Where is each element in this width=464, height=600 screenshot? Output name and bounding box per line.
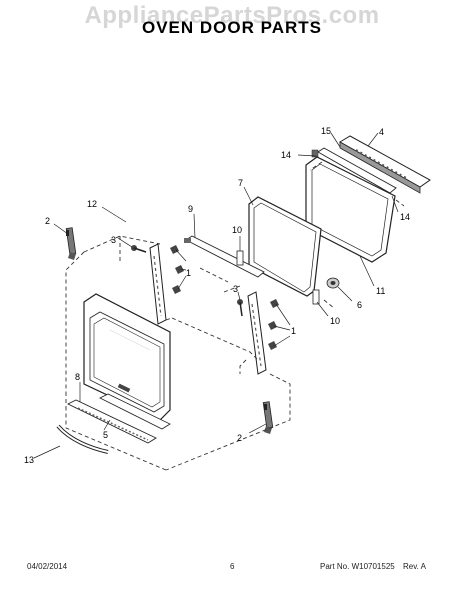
part-door-channel-right bbox=[247, 291, 267, 375]
callout-4: 4 bbox=[379, 127, 384, 137]
callout-15: 15 bbox=[321, 126, 331, 136]
callout-9: 9 bbox=[188, 204, 193, 214]
part-hinge-bracket-upper bbox=[170, 245, 184, 294]
watermark: AppliancePartsPros.com bbox=[84, 2, 380, 29]
part-spacer-lower bbox=[312, 289, 320, 305]
callout-2: 2 bbox=[237, 433, 242, 443]
part-screw-upper bbox=[131, 245, 147, 253]
part-door-front-panel bbox=[83, 293, 171, 421]
assembly-dashed-lines bbox=[65, 161, 405, 471]
callout-2: 2 bbox=[45, 216, 50, 226]
part-bumper bbox=[326, 277, 340, 289]
callout-1: 1 bbox=[186, 268, 191, 278]
part-vent-bracket bbox=[66, 399, 157, 444]
callout-3: 3 bbox=[233, 284, 238, 294]
part-spacer-upper bbox=[236, 250, 244, 266]
part-glass-retainer bbox=[184, 235, 265, 278]
callout-7: 7 bbox=[238, 178, 243, 188]
part-hinge-left bbox=[65, 227, 77, 260]
part-gasket-bar bbox=[311, 147, 397, 194]
callout-3: 3 bbox=[111, 235, 116, 245]
footer-revision: Rev. A bbox=[403, 562, 426, 571]
callout-11: 11 bbox=[376, 286, 385, 296]
part-door-channel-left bbox=[149, 243, 167, 325]
callout-10: 10 bbox=[330, 316, 340, 326]
footer-part-number: Part No. W10701525 bbox=[320, 562, 395, 571]
callout-8: 8 bbox=[75, 372, 80, 382]
callout-14: 14 bbox=[400, 212, 410, 222]
callout-10: 10 bbox=[232, 225, 242, 235]
callout-5: 5 bbox=[103, 430, 108, 440]
callout-1: 1 bbox=[291, 326, 296, 336]
callout-6: 6 bbox=[357, 300, 362, 310]
page-title: OVEN DOOR PARTS bbox=[142, 18, 322, 37]
part-lower-trim bbox=[99, 393, 171, 430]
callout-14: 14 bbox=[281, 150, 291, 160]
part-vent-trim bbox=[339, 135, 431, 194]
footer-date: 04/02/2014 bbox=[27, 562, 68, 571]
callout-13: 13 bbox=[24, 455, 34, 465]
part-hinge-right bbox=[262, 401, 274, 434]
callout-12: 12 bbox=[87, 199, 97, 209]
footer-page-number: 6 bbox=[230, 562, 235, 571]
part-door-handle bbox=[56, 424, 109, 454]
part-screw-lower bbox=[237, 299, 243, 317]
leader-lines bbox=[33, 132, 399, 459]
